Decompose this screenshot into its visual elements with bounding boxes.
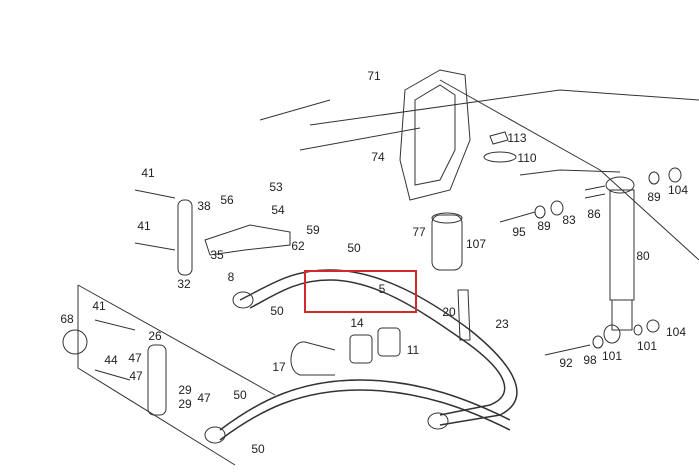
part-label-89: 89 [647,190,661,204]
part-label-8: 8 [227,270,235,284]
part-label-14: 14 [350,316,364,330]
part-label-107: 107 [465,237,487,251]
part-label-74: 74 [371,150,385,164]
part-label-41: 41 [137,219,151,233]
part-label-38: 38 [197,199,211,213]
part-label-56: 56 [220,193,234,207]
part-label-104: 104 [667,183,689,197]
part-label-11: 11 [406,343,420,357]
part-label-29: 29 [178,397,192,411]
part-label-110: 110 [517,151,537,165]
part-label-20: 20 [442,305,456,319]
part-label-44: 44 [104,353,118,367]
part-label-47: 47 [128,351,142,365]
part-label-101: 101 [601,349,623,363]
part-label-62: 62 [291,239,305,253]
highlight-box-part-5[interactable] [304,270,417,313]
part-label-89: 89 [537,219,551,233]
part-label-104: 104 [665,325,687,339]
part-label-35: 35 [210,248,224,262]
part-label-68: 68 [60,312,74,326]
part-label-41: 41 [141,166,155,180]
part-label-50: 50 [270,304,284,318]
part-label-17: 17 [272,360,286,374]
part-label-95: 95 [512,225,526,239]
part-label-92: 92 [559,356,573,370]
part-label-80: 80 [636,249,650,263]
part-label-5[interactable]: 5 [378,282,386,296]
part-label-54: 54 [271,203,285,217]
part-label-32: 32 [177,277,191,291]
part-label-26: 26 [148,329,162,343]
part-label-41: 41 [92,299,106,313]
part-label-77: 77 [412,225,426,239]
part-label-50: 50 [347,241,361,255]
part-label-50: 50 [251,442,265,456]
part-label-86: 86 [587,207,601,221]
part-label-71: 71 [367,69,381,83]
part-label-101: 101 [636,339,658,353]
part-label-23: 23 [495,317,509,331]
part-label-98: 98 [583,353,597,367]
part-label-59: 59 [306,223,320,237]
part-label-47: 47 [129,369,143,383]
part-label-83: 83 [562,213,576,227]
part-label-47: 47 [197,391,211,405]
part-label-53: 53 [269,180,283,194]
part-label-113: 113 [507,131,527,145]
part-label-50: 50 [233,388,247,402]
part-label-29: 29 [178,383,192,397]
